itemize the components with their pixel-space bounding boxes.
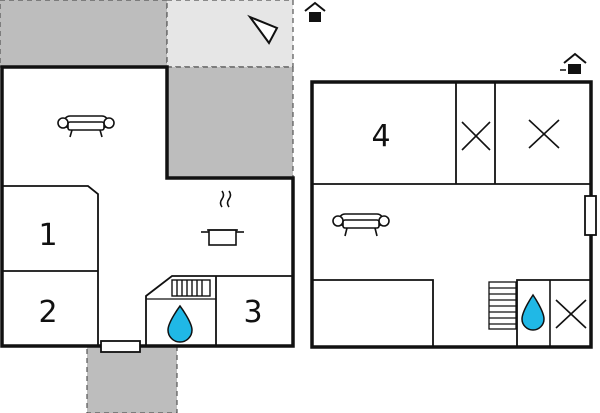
upper-bath-wall bbox=[516, 279, 591, 347]
terrace-right bbox=[166, 66, 294, 179]
water-drop-icon-upper bbox=[521, 293, 545, 331]
entrance-house-icon bbox=[304, 1, 326, 22]
ground-floor-outer-wall bbox=[0, 65, 295, 348]
terrace-top-left bbox=[0, 0, 168, 68]
bathroom-wall bbox=[145, 275, 293, 346]
sofa-icon-upper bbox=[332, 213, 390, 237]
water-drop-icon bbox=[167, 304, 193, 343]
staircase-icon bbox=[488, 281, 517, 330]
window-marker-icon bbox=[100, 340, 141, 353]
sofa-icon bbox=[57, 115, 115, 138]
room-label-2: 2 bbox=[38, 295, 57, 330]
void-cross-icon bbox=[461, 119, 560, 151]
room-label-4: 4 bbox=[371, 119, 390, 154]
room-label-3: 3 bbox=[243, 295, 262, 330]
entrance-house-icon-upper bbox=[560, 52, 587, 74]
cooking-pot-icon bbox=[201, 190, 244, 246]
compass-icon bbox=[247, 14, 279, 45]
radiator-icon bbox=[171, 279, 211, 297]
upper-lower-left-room-wall bbox=[312, 279, 434, 347]
room-label-1: 1 bbox=[38, 218, 57, 253]
room-1-wall bbox=[2, 185, 99, 346]
terrace-bottom bbox=[86, 345, 178, 413]
window-marker-icon-upper bbox=[584, 195, 597, 236]
void-cross-icon-bath bbox=[555, 299, 587, 329]
